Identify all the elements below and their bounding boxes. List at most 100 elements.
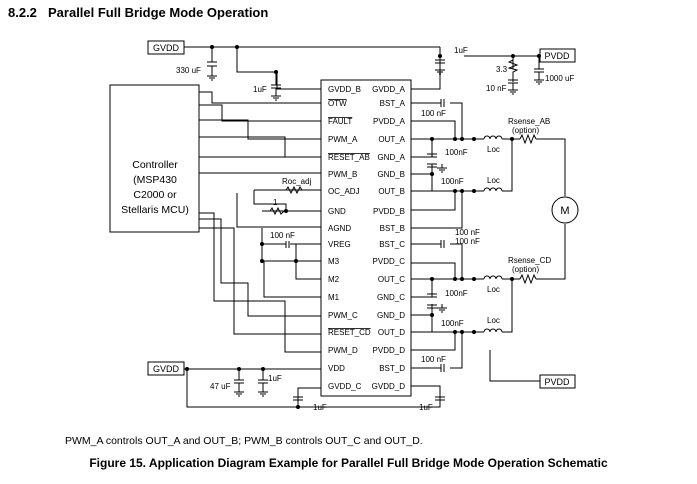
- label-loc-ab-1: Loc: [487, 145, 500, 154]
- resistors: [269, 56, 537, 285]
- label-bst-b-100nf: 100 nF: [455, 228, 480, 237]
- ground-icon: [271, 95, 281, 101]
- controller-line-2: (MSP430: [133, 174, 177, 186]
- ic-pin-pwm-a: PWM_A: [328, 135, 358, 144]
- rsense-ab-symbol: [519, 133, 537, 145]
- controller-line-4: Stellaris MCU): [121, 204, 189, 216]
- inductor-loc-cd-2-symbol: [483, 328, 503, 333]
- resistor-1-symbol: [269, 206, 285, 216]
- ic-pin-gnd-a: GND_A: [377, 153, 405, 162]
- ic-pin-pvdd-b: PVDD_B: [373, 207, 405, 216]
- ic-pin-gvdd-d: GVDD_D: [372, 382, 406, 391]
- label-rsense-cd-option: (option): [512, 265, 539, 274]
- junction-dots: [185, 45, 541, 409]
- cap-100nf-d-symbol: [427, 304, 437, 309]
- label-r-1: 1: [273, 198, 278, 207]
- ic-right-pins: GVDD_ABST_APVDD_AOUT_AGND_AGND_BOUT_BPVD…: [372, 85, 406, 391]
- ic-pin-out-a: OUT_A: [378, 135, 405, 144]
- label-10nf: 10 nF: [486, 84, 507, 93]
- controller-box: [109, 84, 200, 233]
- ic-pin-m3: M3: [328, 257, 340, 266]
- label-gvddc-1uf: 1uF: [313, 403, 327, 412]
- figure-caption: Figure 15. Application Diagram Example f…: [89, 456, 608, 470]
- ic-pin-pwm-b: PWM_B: [328, 170, 357, 179]
- ic-pin-pwm-d: PWM_D: [328, 346, 358, 355]
- label-loc-ab-2: Loc: [487, 176, 500, 185]
- label-100nf-a: 100nF: [445, 148, 468, 157]
- ic-pin-gnd-c: GND_C: [377, 293, 405, 302]
- label-rsense-ab-option: (option): [512, 126, 539, 135]
- cap-bst-a-symbol: [440, 99, 445, 107]
- label-rsense-ab: Rsense_AB: [508, 117, 550, 126]
- controller-label: Controller (MSP430 C2000 or Stellaris MC…: [121, 159, 189, 216]
- ic-pin-gvdd-a: GVDD_A: [372, 85, 406, 94]
- ic-pin-bst-d: BST_D: [379, 364, 405, 373]
- inductors: [483, 135, 503, 333]
- label-3-3: 3.3: [496, 65, 508, 74]
- rsense-cd-symbol: [519, 273, 537, 285]
- ic-pin-otw: OTW: [328, 99, 347, 108]
- cap-330uf-symbol: [207, 61, 217, 76]
- cap-gvddb-symbol: [271, 84, 281, 96]
- label-top-1uf: 1uF: [454, 46, 468, 55]
- ic-body: [320, 79, 412, 397]
- ic-pin-fault: FAULT: [328, 117, 352, 126]
- gvdd-top-label: GVDD: [153, 43, 180, 53]
- ic-pin-pvdd-c: PVDD_C: [373, 257, 406, 266]
- ic-pin-reset-cd: RESET_CD: [328, 328, 371, 337]
- label-loc-cd-1: Loc: [487, 285, 500, 294]
- ic-pin-gvdd-c: GVDD_C: [328, 382, 362, 391]
- section-heading: 8.2.2 Parallel Full Bridge Mode Operation: [8, 5, 268, 20]
- cap-47uf-symbol: [234, 379, 244, 392]
- section-title: Parallel Full Bridge Mode Operation: [48, 5, 269, 20]
- label-loc-cd-2: Loc: [487, 316, 500, 325]
- label-roc-adj: Roc_adj: [282, 177, 312, 186]
- ic-pin-pvdd-a: PVDD_A: [373, 117, 406, 126]
- label-100nf-d: 100nF: [441, 319, 464, 328]
- cap-100nf-b-symbol: [427, 163, 437, 168]
- inductor-loc-cd-1-symbol: [483, 275, 503, 280]
- ic-pin-out-c: OUT_C: [378, 275, 405, 284]
- ground-icon: [508, 89, 518, 95]
- inductor-loc-ab-2-symbol: [483, 187, 503, 192]
- label-bst-a-100nf: 100 nF: [421, 109, 446, 118]
- cap-bst-d-symbol: [440, 364, 445, 372]
- controller-line-1: Controller: [132, 159, 178, 171]
- ground-icon: [437, 307, 447, 313]
- label-bst-c-100nf: 100 nF: [455, 237, 480, 246]
- ground-icon: [207, 75, 217, 81]
- roc-adj-symbol: [285, 185, 303, 195]
- ic-pin-m1: M1: [328, 293, 340, 302]
- ground-icon: [435, 68, 445, 75]
- cap-10nf-symbol: [508, 79, 518, 90]
- motor-icon: [551, 196, 579, 224]
- label-1000uf: 1000 uF: [545, 74, 574, 83]
- ic-pin-bst-a: BST_A: [380, 99, 406, 108]
- gvdd-bottom-box: [147, 361, 185, 376]
- grounds: [207, 68, 544, 404]
- operation-note: PWM_A controls OUT_A and OUT_B; PWM_B co…: [65, 435, 423, 447]
- section-number: 8.2.2: [8, 5, 37, 20]
- ic-pin-m2: M2: [328, 275, 340, 284]
- label-rsense-cd: Rsense_CD: [508, 256, 551, 265]
- pvdd-bottom-label: PVDD: [544, 377, 570, 387]
- cap-100nf-c-symbol: [427, 293, 437, 298]
- ic-pin-agnd: AGND: [328, 224, 351, 233]
- label-vreg-100nf: 100 nF: [270, 231, 295, 240]
- pvdd-top-label: PVDD: [544, 51, 570, 61]
- ic-left-pins: GVDD_BOTWFAULTPWM_ARESET_ABPWM_BOC_ADJGN…: [328, 85, 371, 391]
- label-100nf-b: 100nF: [441, 177, 464, 186]
- inductor-loc-ab-1-symbol: [483, 135, 503, 140]
- ground-icon: [234, 391, 244, 397]
- ground-icon: [534, 79, 544, 85]
- cap-vreg-symbol: [285, 241, 290, 248]
- ground-icon: [258, 391, 268, 397]
- motor-label: M: [560, 205, 569, 217]
- gvdd-bottom-label: GVDD: [153, 364, 180, 374]
- ic-pin-pvdd-d: PVDD_D: [373, 346, 406, 355]
- cap-1000uf-symbol: [534, 68, 544, 80]
- ground-icon: [437, 167, 447, 173]
- label-gvddd-1uf: 1uF: [419, 403, 433, 412]
- resistor-3-3-symbol: [507, 56, 519, 77]
